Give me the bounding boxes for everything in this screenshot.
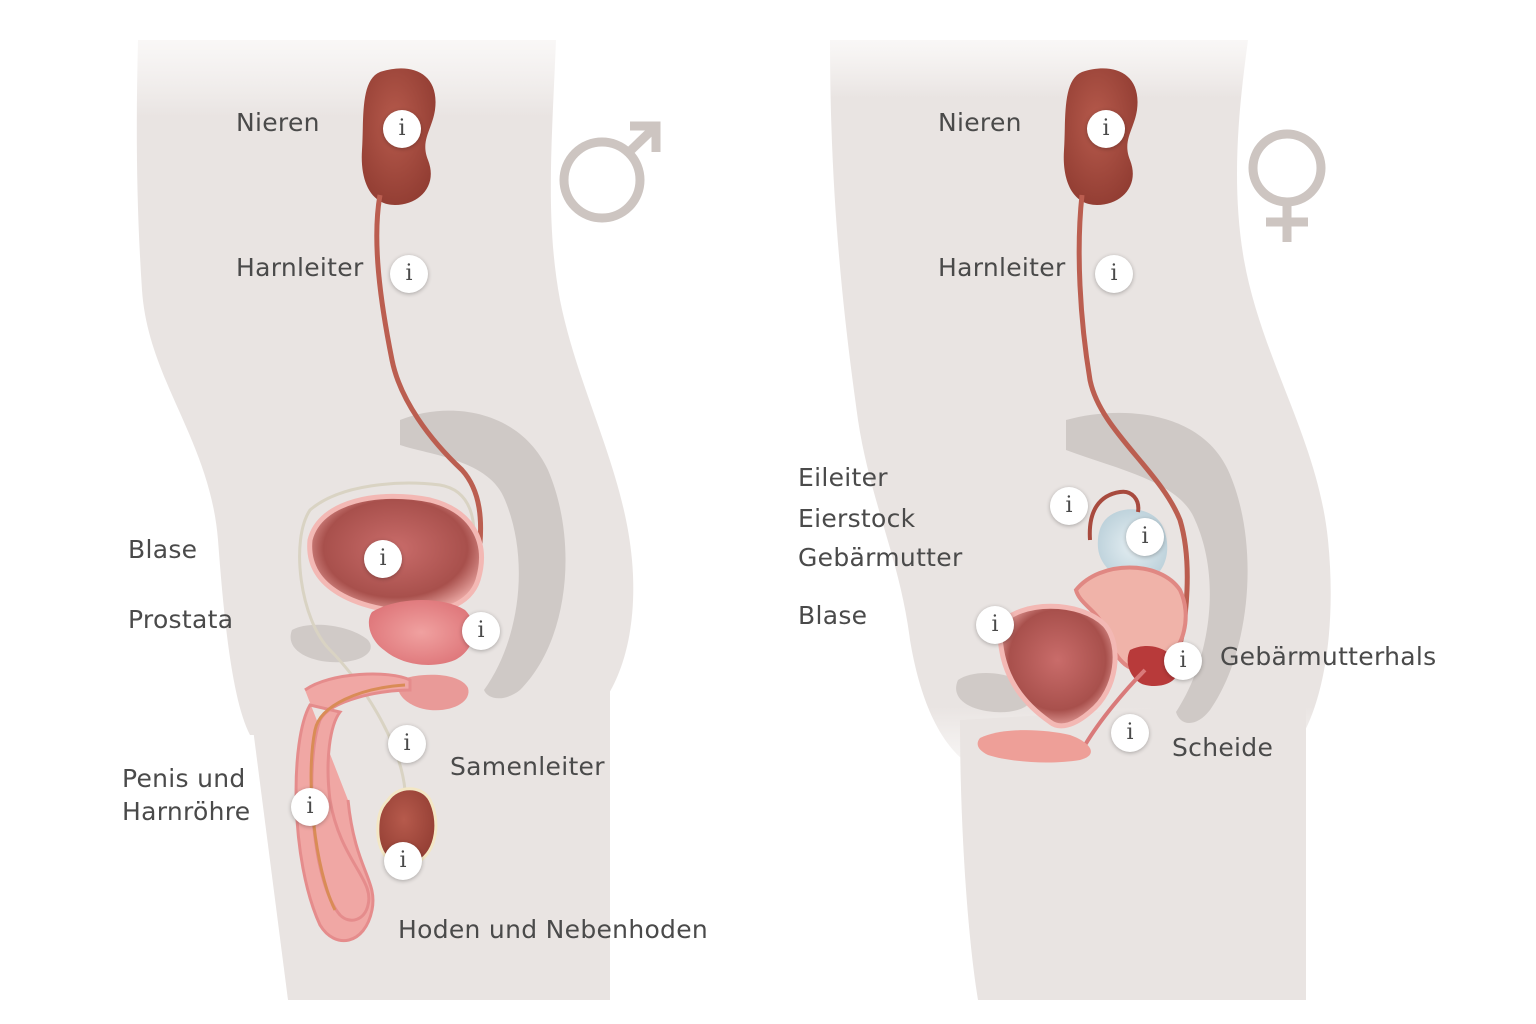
label-male-kidneys: Nieren	[236, 108, 320, 137]
info-button-male-testes[interactable]: i	[384, 842, 422, 880]
info-button-male-prostate[interactable]: i	[462, 612, 500, 650]
male-urethra	[309, 683, 406, 911]
label-female-ovary: Eierstock	[798, 504, 916, 533]
label-female-cervix: Gebärmutterhals	[1220, 642, 1437, 671]
label-male-ureter: Harnleiter	[236, 253, 364, 282]
info-button-male-ureter[interactable]: i	[390, 255, 428, 293]
info-button-female-vagina[interactable]: i	[1111, 714, 1149, 752]
info-button-male-vas-deferens[interactable]: i	[388, 725, 426, 763]
info-button-male-penis[interactable]: i	[291, 788, 329, 826]
mars-symbol-graphic	[559, 121, 661, 223]
male-pelvis-shadow	[400, 410, 566, 699]
female-pelvis-shadow	[1066, 412, 1248, 723]
female-leg	[960, 700, 1306, 1000]
male-pubic-bone	[290, 624, 371, 663]
female-vulva	[977, 730, 1091, 763]
label-male-penis-line2: Harnröhre	[122, 797, 251, 826]
info-button-female-ureter[interactable]: i	[1095, 255, 1133, 293]
info-button-female-kidneys[interactable]: i	[1087, 110, 1125, 148]
info-button-female-fallopian-tube[interactable]: i	[1050, 487, 1088, 525]
male-ureter	[374, 194, 484, 561]
venus-symbol-graphic	[1248, 129, 1326, 242]
info-button-female-bladder[interactable]: i	[976, 606, 1014, 644]
female-ureter	[1076, 194, 1190, 661]
label-female-vagina: Scheide	[1172, 733, 1274, 762]
info-button-male-bladder[interactable]: i	[364, 540, 402, 578]
label-male-penis-line1: Penis und	[122, 764, 246, 793]
label-female-bladder: Blase	[798, 601, 868, 630]
female-vagina	[1083, 668, 1147, 747]
info-button-female-cervix[interactable]: i	[1164, 642, 1202, 680]
label-male-vas-deferens: Samenleiter	[450, 752, 605, 781]
female-bladder	[997, 603, 1118, 729]
label-female-fallopian-tube: Eileiter	[798, 463, 888, 492]
female-torso	[830, 40, 1331, 765]
label-male-bladder: Blase	[128, 535, 198, 564]
info-button-male-kidneys[interactable]: i	[383, 110, 421, 148]
male-seminal-gland	[398, 674, 469, 711]
male-penis	[294, 672, 412, 943]
label-female-uterus: Gebärmutter	[798, 543, 963, 572]
label-female-kidneys: Nieren	[938, 108, 1022, 137]
label-male-prostate: Prostata	[128, 605, 234, 634]
info-button-female-ovary[interactable]: i	[1126, 518, 1164, 556]
male-prostate	[368, 600, 474, 665]
label-male-testes: Hoden und Nebenhoden	[398, 915, 709, 944]
label-female-ureter: Harnleiter	[938, 253, 1066, 282]
female-fallopian-tube	[1087, 489, 1141, 541]
